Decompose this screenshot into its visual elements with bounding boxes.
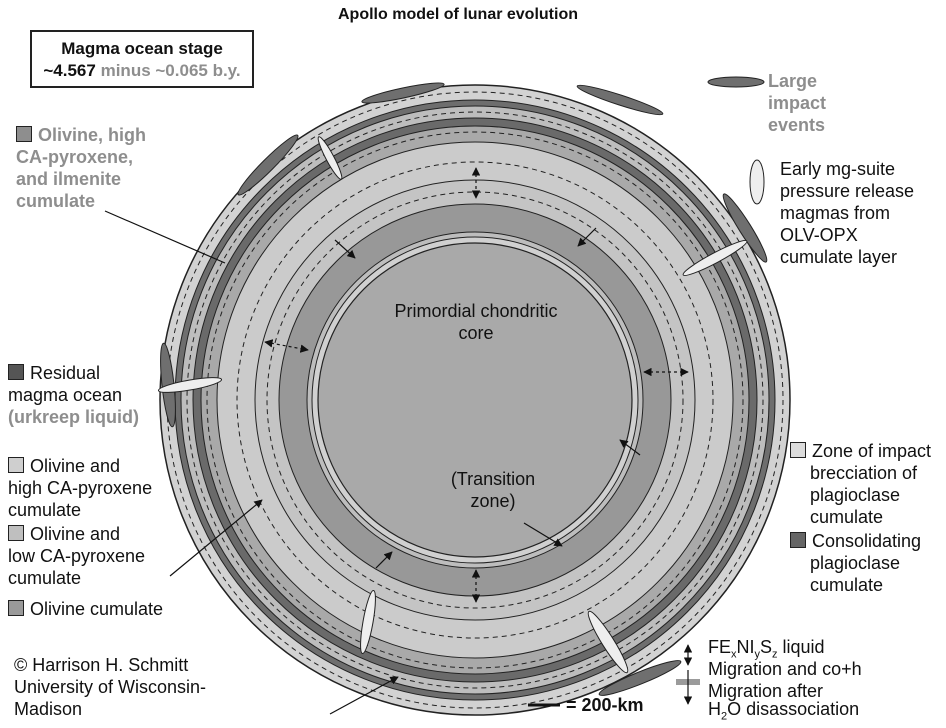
olivine-low-swatch [8, 525, 24, 541]
olivine-high-swatch [8, 457, 24, 473]
stage-title: Magma ocean stage [61, 39, 223, 58]
migration-arrows [264, 167, 689, 603]
mg-suite-lenses [157, 136, 765, 674]
olivine-ilmenite-label: Olivine, high CA-pyroxene, and ilmenite … [16, 125, 147, 211]
olivine-cumulate-swatch [8, 600, 24, 616]
leader-lines [104, 210, 563, 715]
olivine-ilmenite-swatch [16, 126, 32, 142]
legend-symbols [528, 644, 700, 707]
migration-after-label: Migration after [708, 681, 824, 701]
migration-coh-label: Migration and co+h [708, 659, 862, 679]
scale-label: = 200-km [566, 695, 644, 715]
diagram-title: Apollo model of lunar evolution [338, 6, 578, 23]
moon-cross-section [159, 84, 791, 716]
stage-box: Magma ocean stage ~4.567 minus ~0.065 b.… [30, 30, 254, 88]
legend-impact-lens [707, 76, 765, 88]
olivine-cumulate-label: Olivine cumulate [8, 598, 163, 620]
residual-swatch [8, 364, 24, 380]
olivine-high-cpx-label: Olivine and high CA-pyroxene cumulate [8, 456, 153, 520]
h2o-label: H2O disassociation [708, 699, 860, 723]
olivine-low-cpx-label: Olivine and low CA-pyroxene cumulate [8, 524, 146, 588]
stage-age: ~4.567 minus ~0.065 b.y. [43, 61, 241, 80]
breccia-swatch [790, 442, 806, 458]
consolidating-label: Consolidating plagioclase cumulate [790, 530, 921, 596]
residual-label: Residual magma ocean (urkreep liquid) [8, 363, 140, 427]
fe-liquid-label: FExNIySz liquid [708, 637, 825, 661]
impact-breccia-label: Zone of impact brecciation of plagioclas… [790, 440, 931, 528]
consolidating-swatch [790, 532, 806, 548]
impact-lenses [160, 76, 768, 696]
primordial-core [317, 242, 633, 558]
legend-mg-lens [749, 159, 765, 205]
